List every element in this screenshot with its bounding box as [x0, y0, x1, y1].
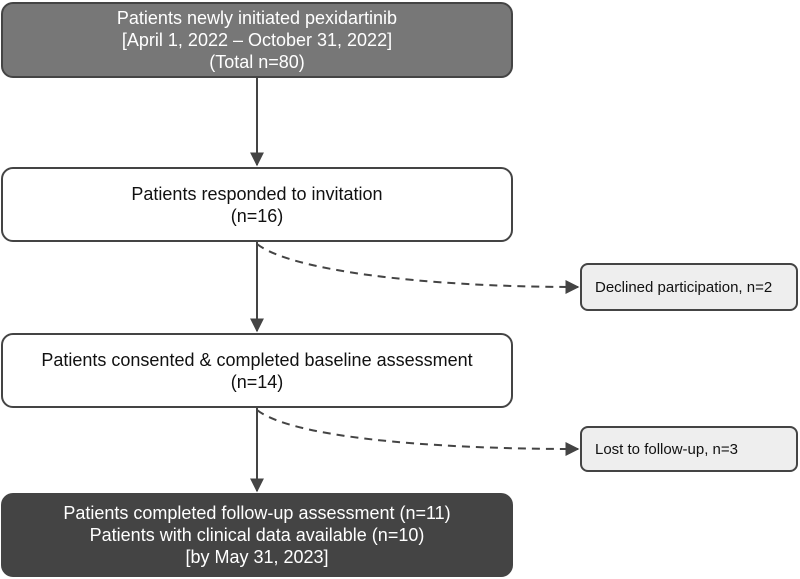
- completed-followup: Patients completed follow-up assessment …: [63, 503, 451, 523]
- responded-title: Patients responded to invitation: [131, 183, 383, 204]
- consented-count: (n=14): [230, 371, 284, 392]
- consented-box: Patients consented & completed baseline …: [1, 333, 513, 408]
- start-title: Patients newly initiated pexidartinib: [116, 8, 398, 28]
- completed-clinical: Patients with clinical data available (n…: [89, 525, 425, 545]
- start-box: Patients newly initiated pexidartinib [A…: [1, 2, 513, 78]
- completed-date: [by May 31, 2023]: [185, 547, 329, 567]
- start-total: (Total n=80): [209, 52, 305, 72]
- dashed-arrow-to-declined: [256, 243, 580, 294]
- completed-box: Patients completed follow-up assessment …: [1, 493, 513, 577]
- lost-box: Lost to follow-up, n=3: [580, 426, 798, 472]
- responded-box: Patients responded to invitation (n=16): [1, 167, 513, 242]
- declined-label: Declined participation, n=2: [595, 278, 773, 296]
- start-date-range: [April 1, 2022 – October 31, 2022]: [121, 30, 393, 50]
- dashed-arrow-to-lost: [256, 409, 580, 456]
- responded-count: (n=16): [230, 205, 284, 226]
- lost-label: Lost to follow-up, n=3: [595, 440, 739, 458]
- consented-title: Patients consented & completed baseline …: [41, 349, 473, 370]
- declined-box: Declined participation, n=2: [580, 263, 798, 311]
